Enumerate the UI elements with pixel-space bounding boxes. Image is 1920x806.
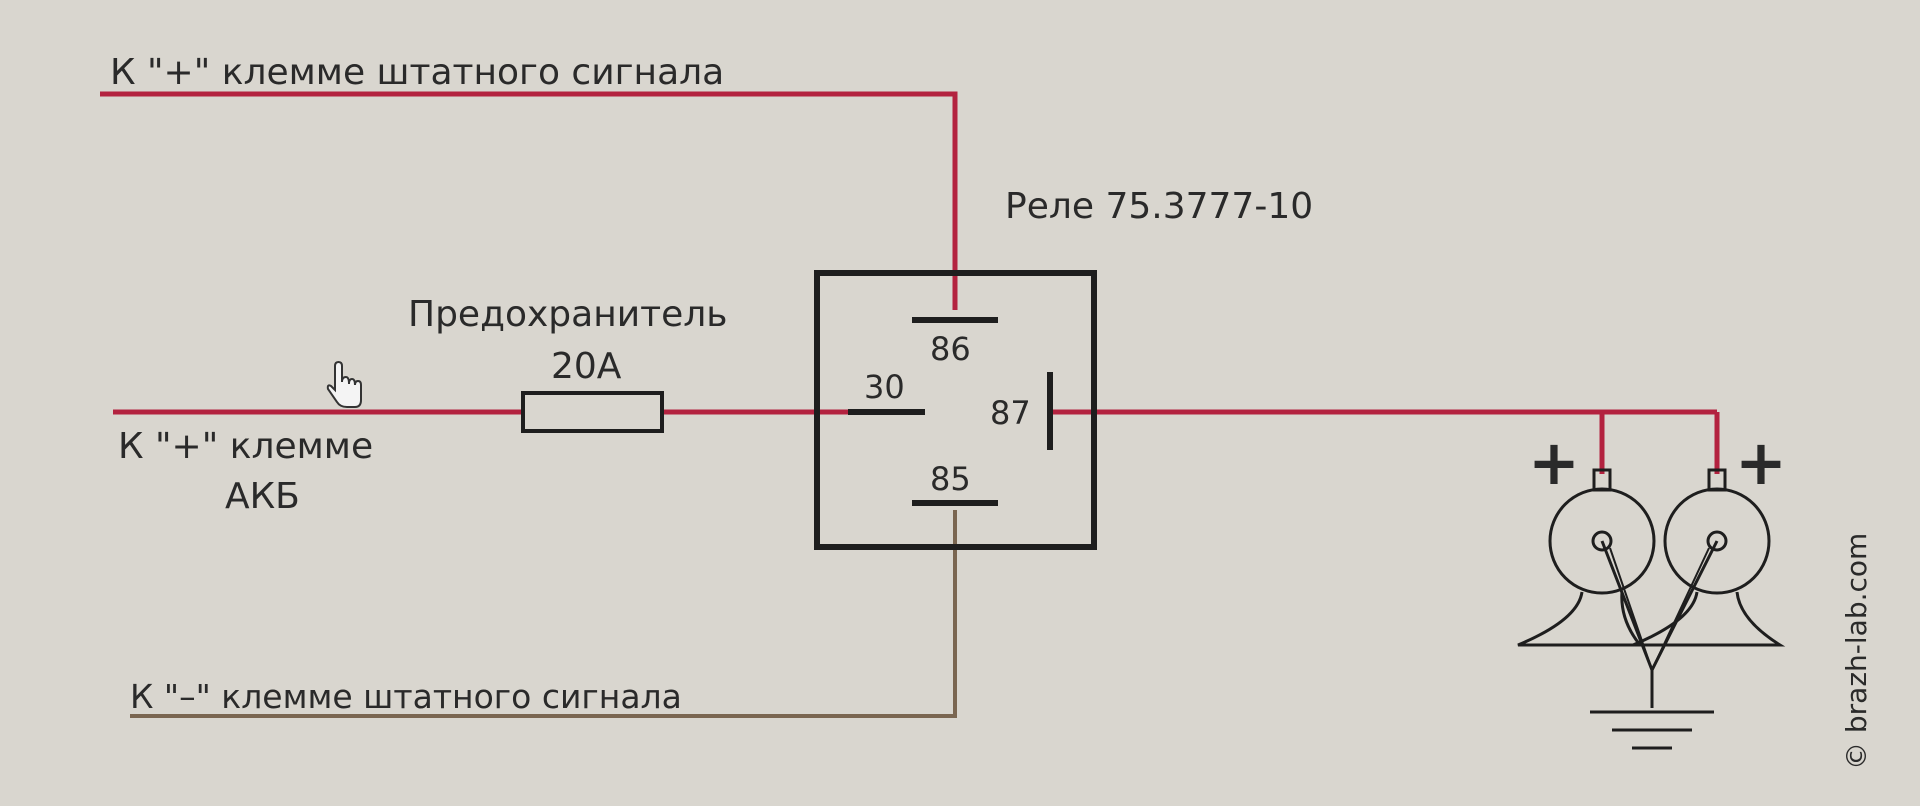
watermark: © brazh-lab.com	[1840, 533, 1873, 770]
fuse-body	[521, 391, 664, 433]
battery-label-line2: АКБ	[225, 476, 300, 517]
hand-cursor-icon	[326, 360, 362, 408]
relay-body	[814, 270, 1097, 550]
relay-title: Реле 75.3777-10	[1005, 186, 1313, 227]
pin-85-label: 85	[930, 460, 971, 498]
pin-30-label: 30	[864, 368, 905, 406]
horn-icon	[1517, 468, 1786, 708]
top-positive-wire	[100, 91, 958, 310]
top-wire-label: К "+" клемме штатного сигнала	[110, 52, 724, 93]
battery-label-line1: К "+" клемме	[118, 426, 373, 467]
horn-plus-left: +	[1528, 426, 1580, 499]
horn-plus-right: +	[1735, 426, 1787, 499]
pin-86-label: 86	[930, 330, 971, 368]
bottom-negative-wire	[130, 510, 957, 718]
bottom-wire-label: К "–" клемме штатного сигнала	[130, 677, 682, 716]
fuse-rating: 20А	[551, 346, 622, 387]
pin-87-label: 87	[990, 394, 1031, 432]
fuse-title: Предохранитель	[408, 294, 727, 335]
ground-icon	[1590, 710, 1714, 750]
